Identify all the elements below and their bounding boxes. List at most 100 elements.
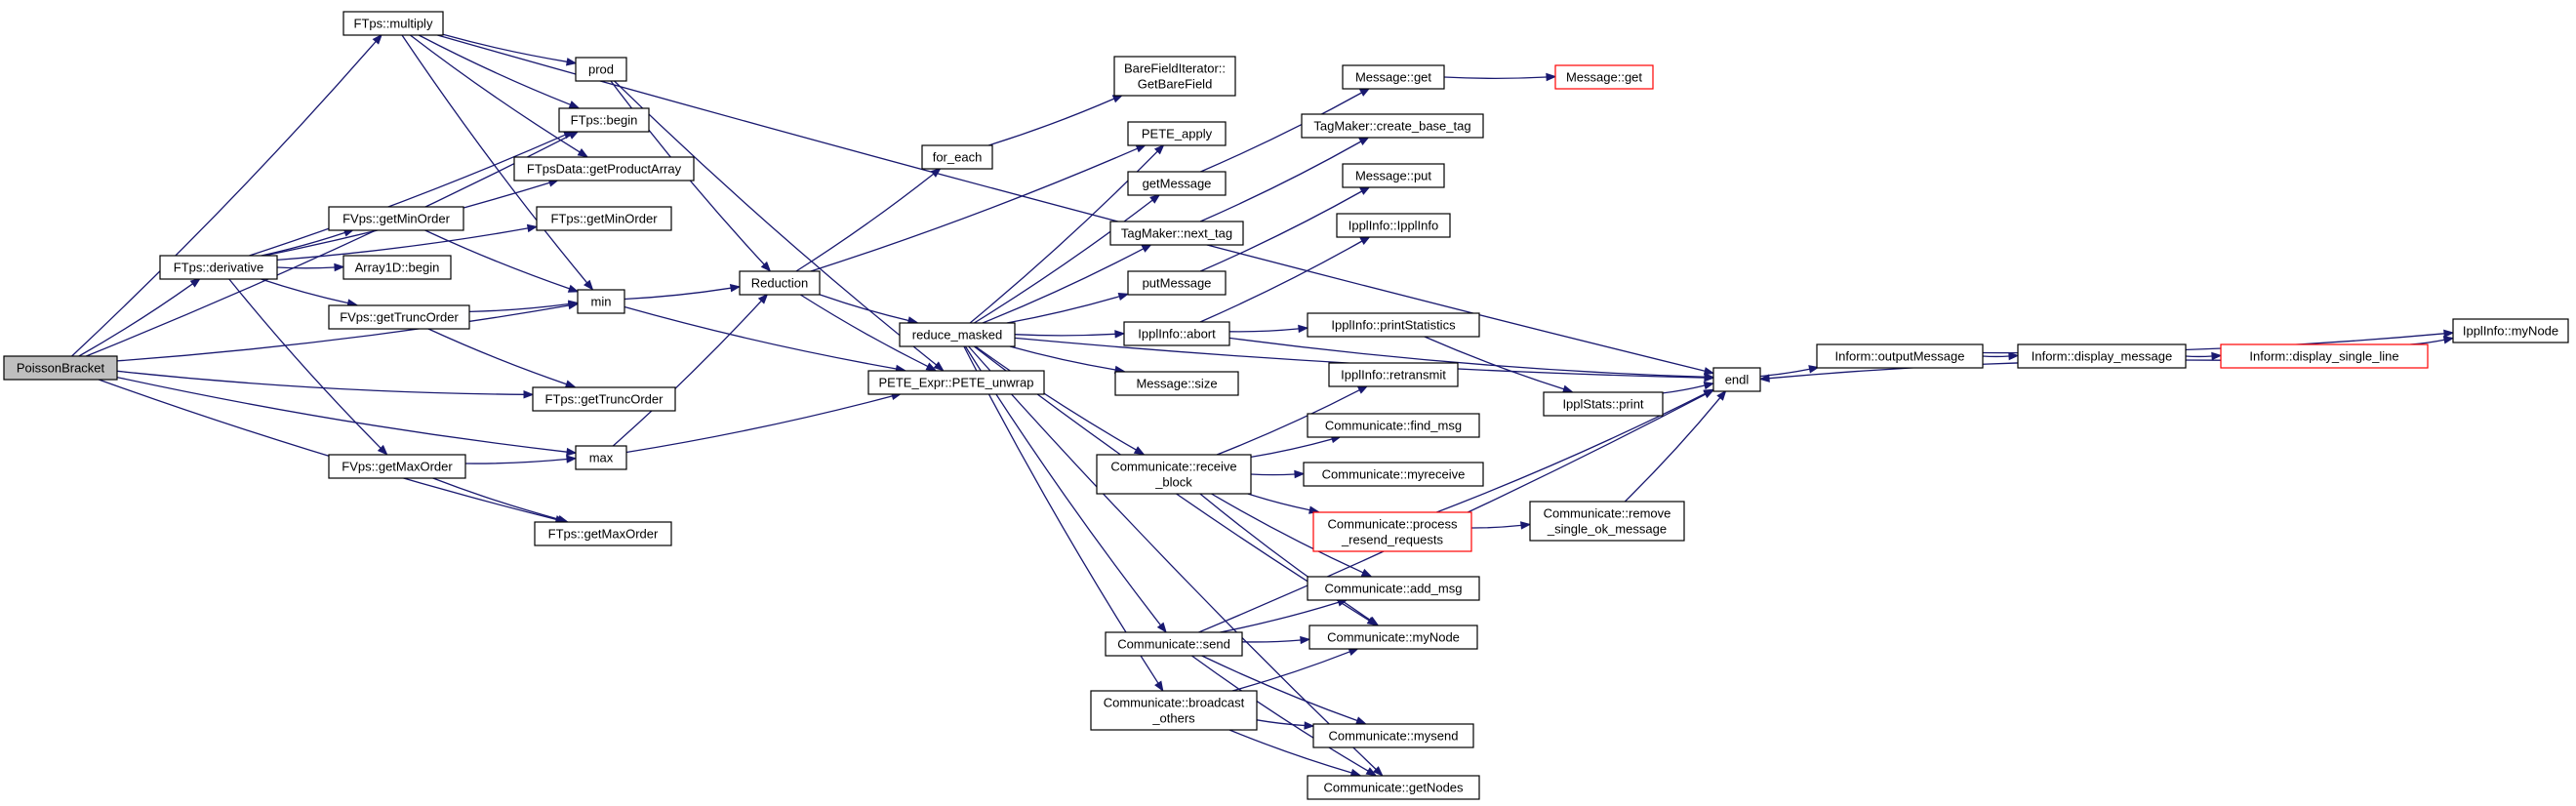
node-box[interactable] (1312, 723, 1474, 748)
node-message-get-a[interactable]: Message::get (1342, 64, 1445, 90)
node-ipplinfo-mynode[interactable]: IpplInfo::myNode (2452, 318, 2569, 343)
node-box[interactable] (1113, 56, 1236, 97)
node-reduction[interactable]: Reduction (739, 270, 821, 296)
node-message-get-b[interactable]: Message::get (1554, 64, 1654, 90)
node-ftps-gettruncorder[interactable]: FTps::getTruncOrder (532, 386, 676, 412)
node-ftps-begin[interactable]: FTps::begin (558, 107, 650, 133)
node-box[interactable] (867, 370, 1045, 395)
node-ftps-derivative[interactable]: FTps::derivative (159, 255, 278, 280)
node-communicate-broadcast[interactable]: Communicate::broadcast_others (1090, 690, 1258, 731)
node-box[interactable] (1090, 690, 1258, 731)
node-box[interactable] (1342, 163, 1445, 188)
node-ipplstats-print[interactable]: IpplStats::print (1543, 391, 1664, 417)
node-prod[interactable]: prod (575, 57, 627, 82)
node-tagmaker-next-tag[interactable]: TagMaker::next_tag (1109, 221, 1244, 246)
node-fvps-gettruncorder[interactable]: FVps::getTruncOrder (328, 304, 470, 330)
node-getmessage[interactable]: getMessage (1127, 171, 1227, 196)
node-box[interactable] (1307, 413, 1480, 438)
node-box[interactable] (342, 255, 452, 280)
node-box[interactable] (1105, 631, 1243, 657)
node-box[interactable] (1529, 501, 1685, 542)
node-endl[interactable]: endl (1712, 367, 1761, 392)
node-box[interactable] (532, 386, 676, 412)
node-inform-display-single-line[interactable]: Inform::display_single_line (2220, 343, 2429, 369)
node-ftps-getmaxorder[interactable]: FTps::getMaxOrder (534, 521, 672, 546)
node-ipplinfo-abort[interactable]: IpplInfo::abort (1123, 321, 1230, 346)
node-box[interactable] (1554, 64, 1654, 90)
node-box[interactable] (899, 322, 1016, 347)
node-box[interactable] (1307, 576, 1480, 601)
node-box[interactable] (1312, 511, 1472, 552)
node-box[interactable] (921, 144, 993, 170)
node-communicate-remove-single[interactable]: Communicate::remove_single_ok_message (1529, 501, 1685, 542)
node-box[interactable] (534, 521, 672, 546)
node-min[interactable]: min (577, 289, 625, 314)
node-message-size[interactable]: Message::size (1114, 371, 1239, 396)
node-box[interactable] (1127, 121, 1227, 146)
node-for-each[interactable]: for_each (921, 144, 993, 170)
node-box[interactable] (1816, 343, 1984, 369)
node-fvps-getmaxorder[interactable]: FVps::getMaxOrder (328, 454, 466, 479)
node-box[interactable] (2220, 343, 2429, 369)
node-communicate-myreceive[interactable]: Communicate::myreceive (1303, 462, 1484, 487)
node-barefielditerator[interactable]: BareFieldIterator::GetBareField (1113, 56, 1236, 97)
node-communicate-receive-block[interactable]: Communicate::receive_block (1096, 454, 1252, 495)
node-box[interactable] (575, 445, 627, 470)
node-communicate-send[interactable]: Communicate::send (1105, 631, 1243, 657)
node-box[interactable] (739, 270, 821, 296)
node-communicate-process-resend[interactable]: Communicate::process_resend_requests (1312, 511, 1472, 552)
node-box[interactable] (342, 11, 444, 36)
node-box[interactable] (1543, 391, 1664, 417)
node-box[interactable] (328, 304, 470, 330)
node-ftpsdata-getproductarray[interactable]: FTpsData::getProductArray (513, 156, 695, 181)
node-array1d-begin[interactable]: Array1D::begin (342, 255, 452, 280)
node-communicate-find-msg[interactable]: Communicate::find_msg (1307, 413, 1480, 438)
node-box[interactable] (536, 206, 672, 231)
node-box[interactable] (3, 355, 118, 381)
node-box[interactable] (1307, 775, 1480, 800)
node-message-put[interactable]: Message::put (1342, 163, 1445, 188)
node-box[interactable] (575, 57, 627, 82)
node-box[interactable] (1307, 312, 1480, 338)
node-box[interactable] (513, 156, 695, 181)
node-box[interactable] (1096, 454, 1252, 495)
node-communicate-add-msg[interactable]: Communicate::add_msg (1307, 576, 1480, 601)
node-box[interactable] (1342, 64, 1445, 90)
node-pete-apply[interactable]: PETE_apply (1127, 121, 1227, 146)
node-box[interactable] (1123, 321, 1230, 346)
node-ftps-getminorder[interactable]: FTps::getMinOrder (536, 206, 672, 231)
node-pete-unwrap[interactable]: PETE_Expr::PETE_unwrap (867, 370, 1045, 395)
node-box[interactable] (577, 289, 625, 314)
node-ipplinfo-printstatistics[interactable]: IpplInfo::printStatistics (1307, 312, 1480, 338)
node-box[interactable] (1308, 625, 1478, 650)
node-box[interactable] (159, 255, 278, 280)
node-box[interactable] (2452, 318, 2569, 343)
node-communicate-mysend[interactable]: Communicate::mysend (1312, 723, 1474, 748)
node-box[interactable] (1109, 221, 1244, 246)
node-box[interactable] (1328, 362, 1459, 387)
node-box[interactable] (1336, 213, 1451, 238)
node-communicate-getnodes[interactable]: Communicate::getNodes (1307, 775, 1480, 800)
node-box[interactable] (1301, 113, 1484, 139)
node-tagmaker-create-base-tag[interactable]: TagMaker::create_base_tag (1301, 113, 1484, 139)
node-box[interactable] (1127, 171, 1227, 196)
node-max[interactable]: max (575, 445, 627, 470)
node-fvps-getminorder[interactable]: FVps::getMinOrder (328, 206, 464, 231)
node-communicate-mynode[interactable]: Communicate::myNode (1308, 625, 1478, 650)
node-box[interactable] (1303, 462, 1484, 487)
node-box[interactable] (1127, 270, 1227, 296)
node-box[interactable] (328, 454, 466, 479)
node-reduce-masked[interactable]: reduce_masked (899, 322, 1016, 347)
node-box[interactable] (1712, 367, 1761, 392)
node-box[interactable] (328, 206, 464, 231)
node-box[interactable] (2017, 343, 2187, 369)
node-box[interactable] (558, 107, 650, 133)
node-poisson[interactable]: PoissonBracket (3, 355, 118, 381)
node-ftps-multiply[interactable]: FTps::multiply (342, 11, 444, 36)
node-ipplinfo-retransmit[interactable]: IpplInfo::retransmit (1328, 362, 1459, 387)
node-ipplinfo-ipplinfo[interactable]: IpplInfo::IpplInfo (1336, 213, 1451, 238)
node-putmessage[interactable]: putMessage (1127, 270, 1227, 296)
node-inform-display-message[interactable]: Inform::display_message (2017, 343, 2187, 369)
node-inform-outputmessage[interactable]: Inform::outputMessage (1816, 343, 1984, 369)
node-box[interactable] (1114, 371, 1239, 396)
